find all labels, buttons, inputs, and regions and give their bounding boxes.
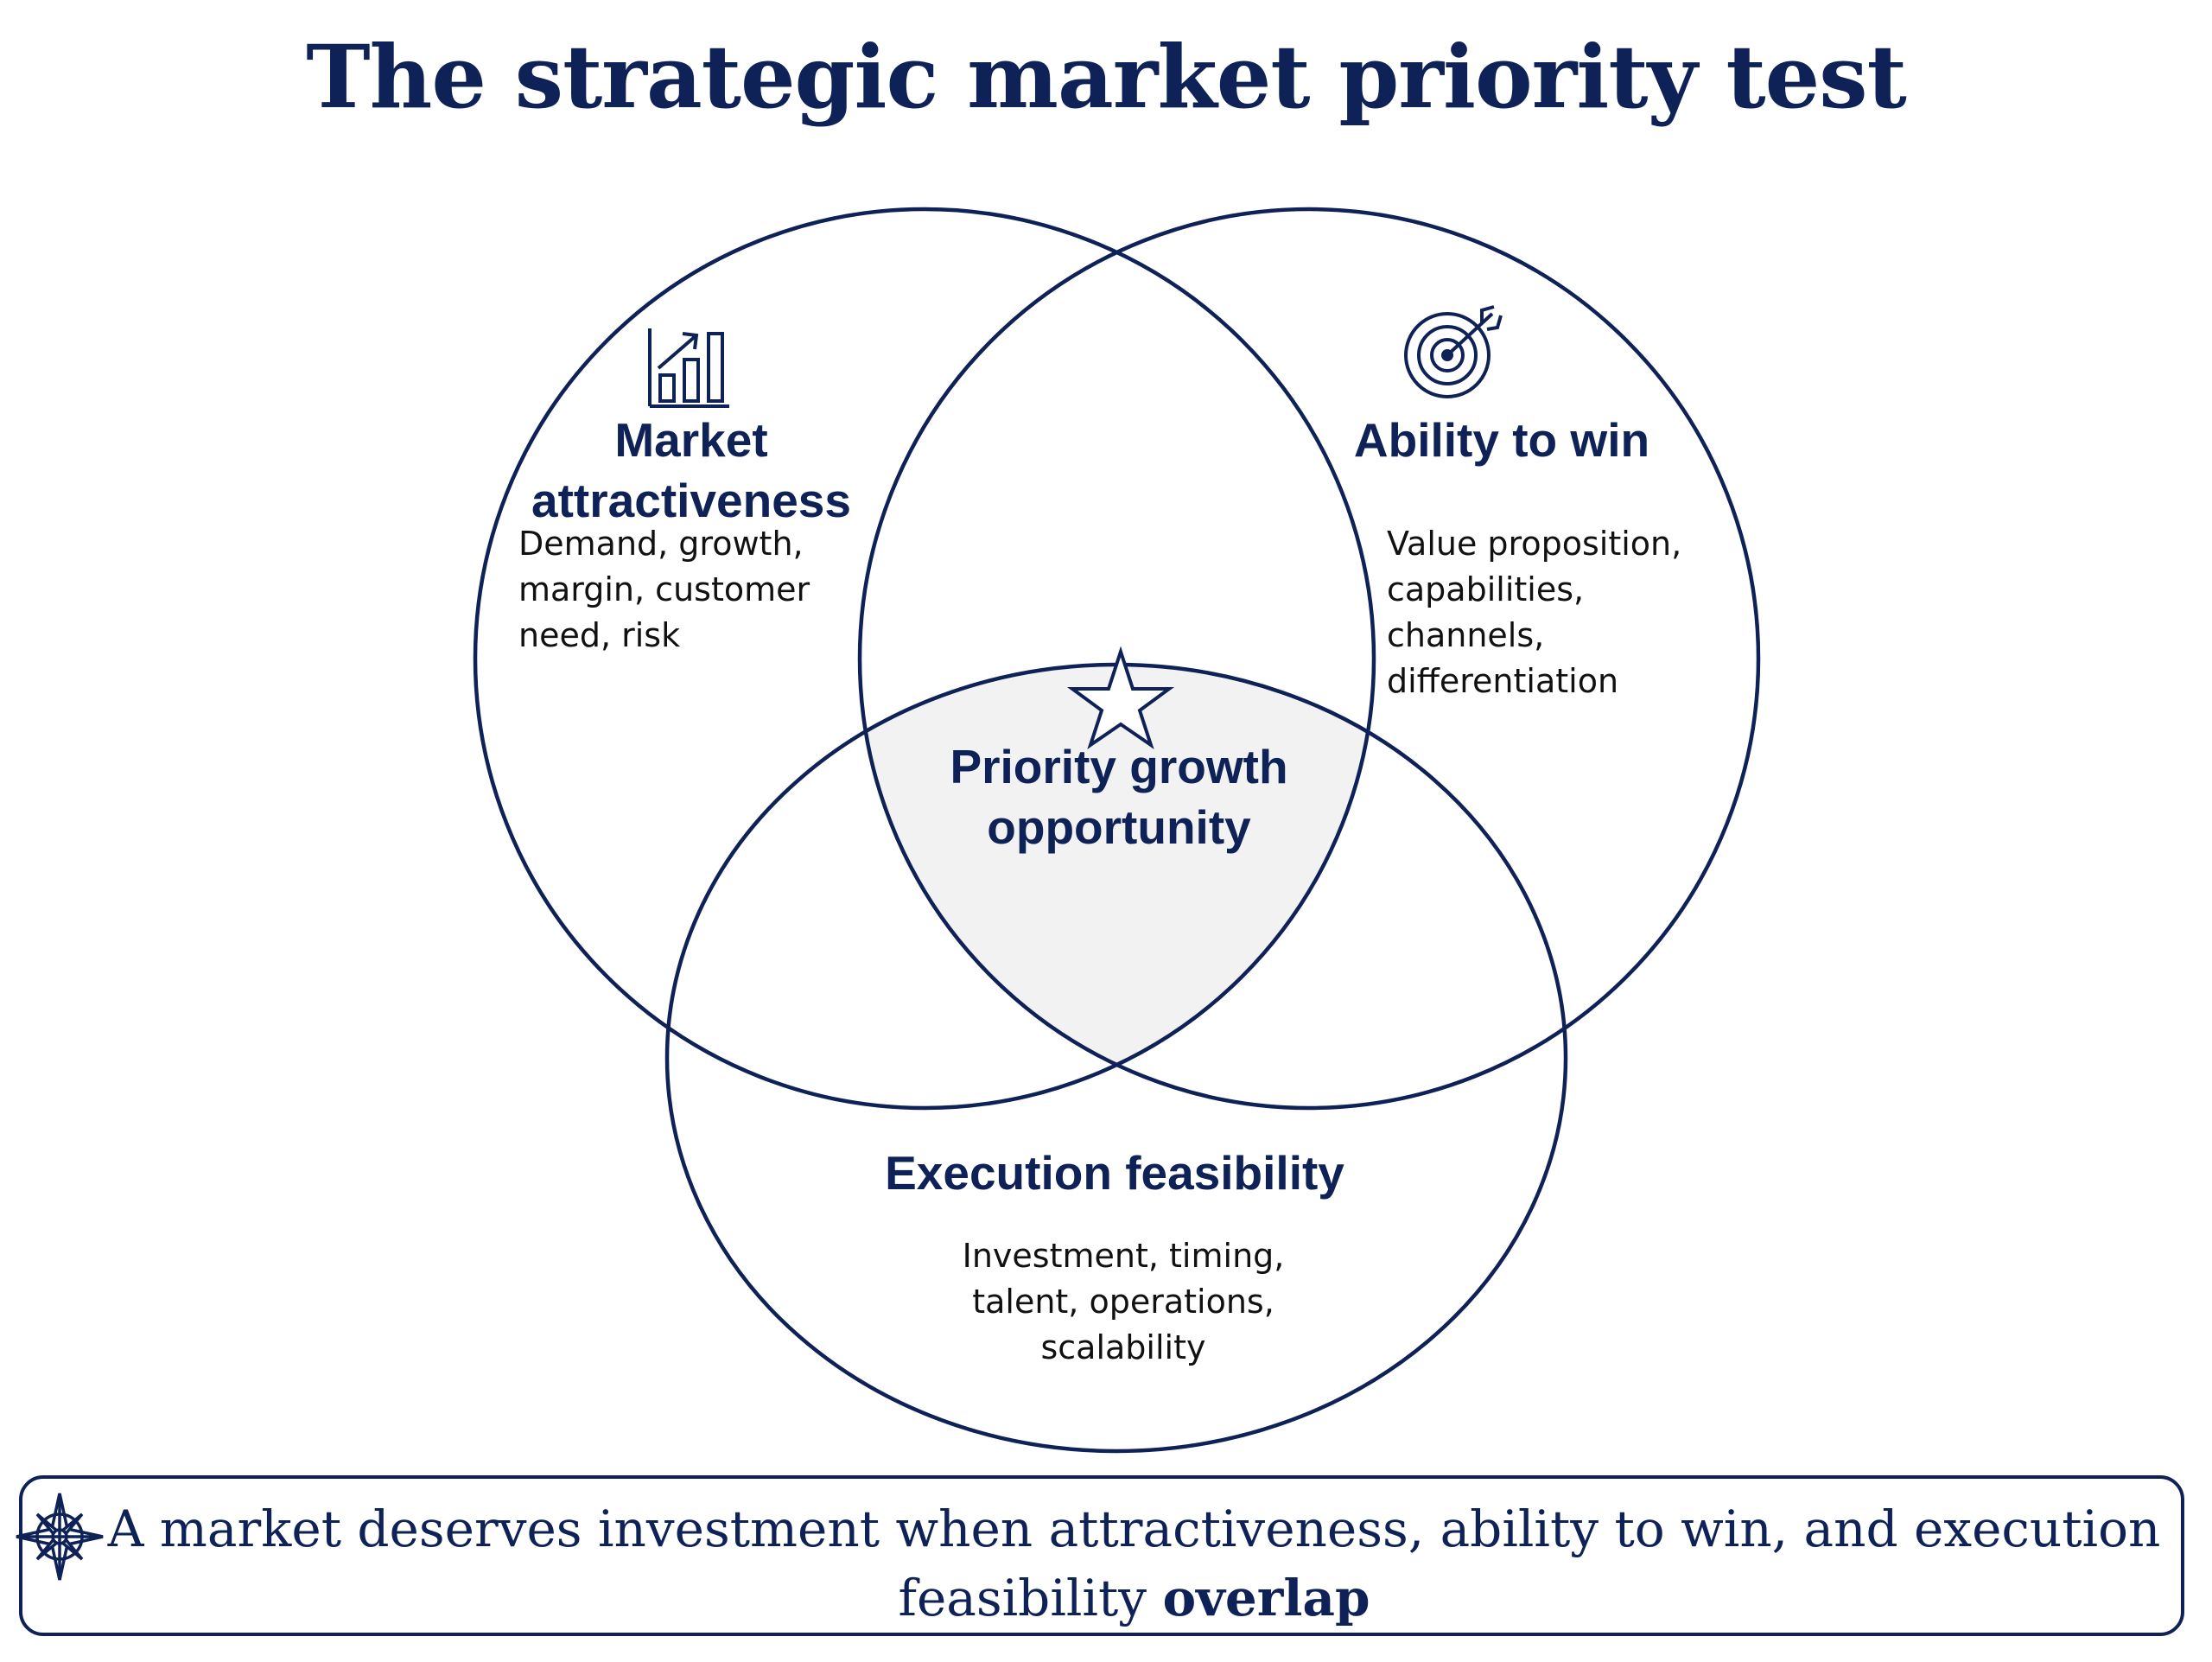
center-line: opportunity	[987, 800, 1251, 854]
takeaway-sentence: A market deserves investment when attrac…	[107, 1500, 2161, 1627]
takeaway-text: A market deserves investment when attrac…	[105, 1494, 2164, 1633]
description-line: Demand, growth,	[518, 525, 804, 563]
star-icon	[1066, 646, 1175, 749]
execution-feasibility-heading: Execution feasibility	[885, 1146, 1344, 1200]
description-line: talent, operations,	[972, 1283, 1274, 1321]
takeaway-emphasis: overlap	[1162, 1569, 1370, 1627]
center-line: Priority growth	[950, 740, 1288, 793]
description-line: Investment, timing,	[962, 1237, 1285, 1275]
compass-icon	[16, 1493, 104, 1581]
bar-chart-growth-icon	[648, 328, 729, 408]
description-line: margin, customer	[518, 570, 810, 608]
ability-to-win-description: Value proposition, capabilities, channel…	[1387, 521, 1681, 704]
description-line: differentiation	[1387, 662, 1619, 700]
description-line: scalability	[1040, 1328, 1206, 1366]
market-attractiveness-heading: Market attractiveness	[518, 410, 864, 531]
ability-to-win-heading: Ability to win	[1353, 413, 1650, 467]
description-line: Value proposition,	[1387, 525, 1682, 563]
priority-growth-opportunity-label: Priority growth opportunity	[903, 736, 1335, 857]
description-line: channels,	[1387, 616, 1545, 654]
target-arrow-icon	[1404, 305, 1503, 398]
heading-line: Market	[614, 413, 768, 467]
takeaway-banner: A market deserves investment when attrac…	[16, 1475, 2184, 1636]
execution-feasibility-description: Investment, timing, talent, operations, …	[864, 1233, 1382, 1371]
page-title: The strategic market priority test	[306, 26, 1907, 128]
market-attractiveness-description: Demand, growth, margin, customer need, r…	[518, 521, 810, 659]
circle-market-attractiveness	[473, 207, 1376, 1111]
description-line: capabilities,	[1387, 570, 1585, 608]
circle-ability-to-win	[857, 207, 1761, 1111]
description-line: need, risk	[518, 616, 681, 654]
heading-line: attractiveness	[531, 474, 851, 527]
